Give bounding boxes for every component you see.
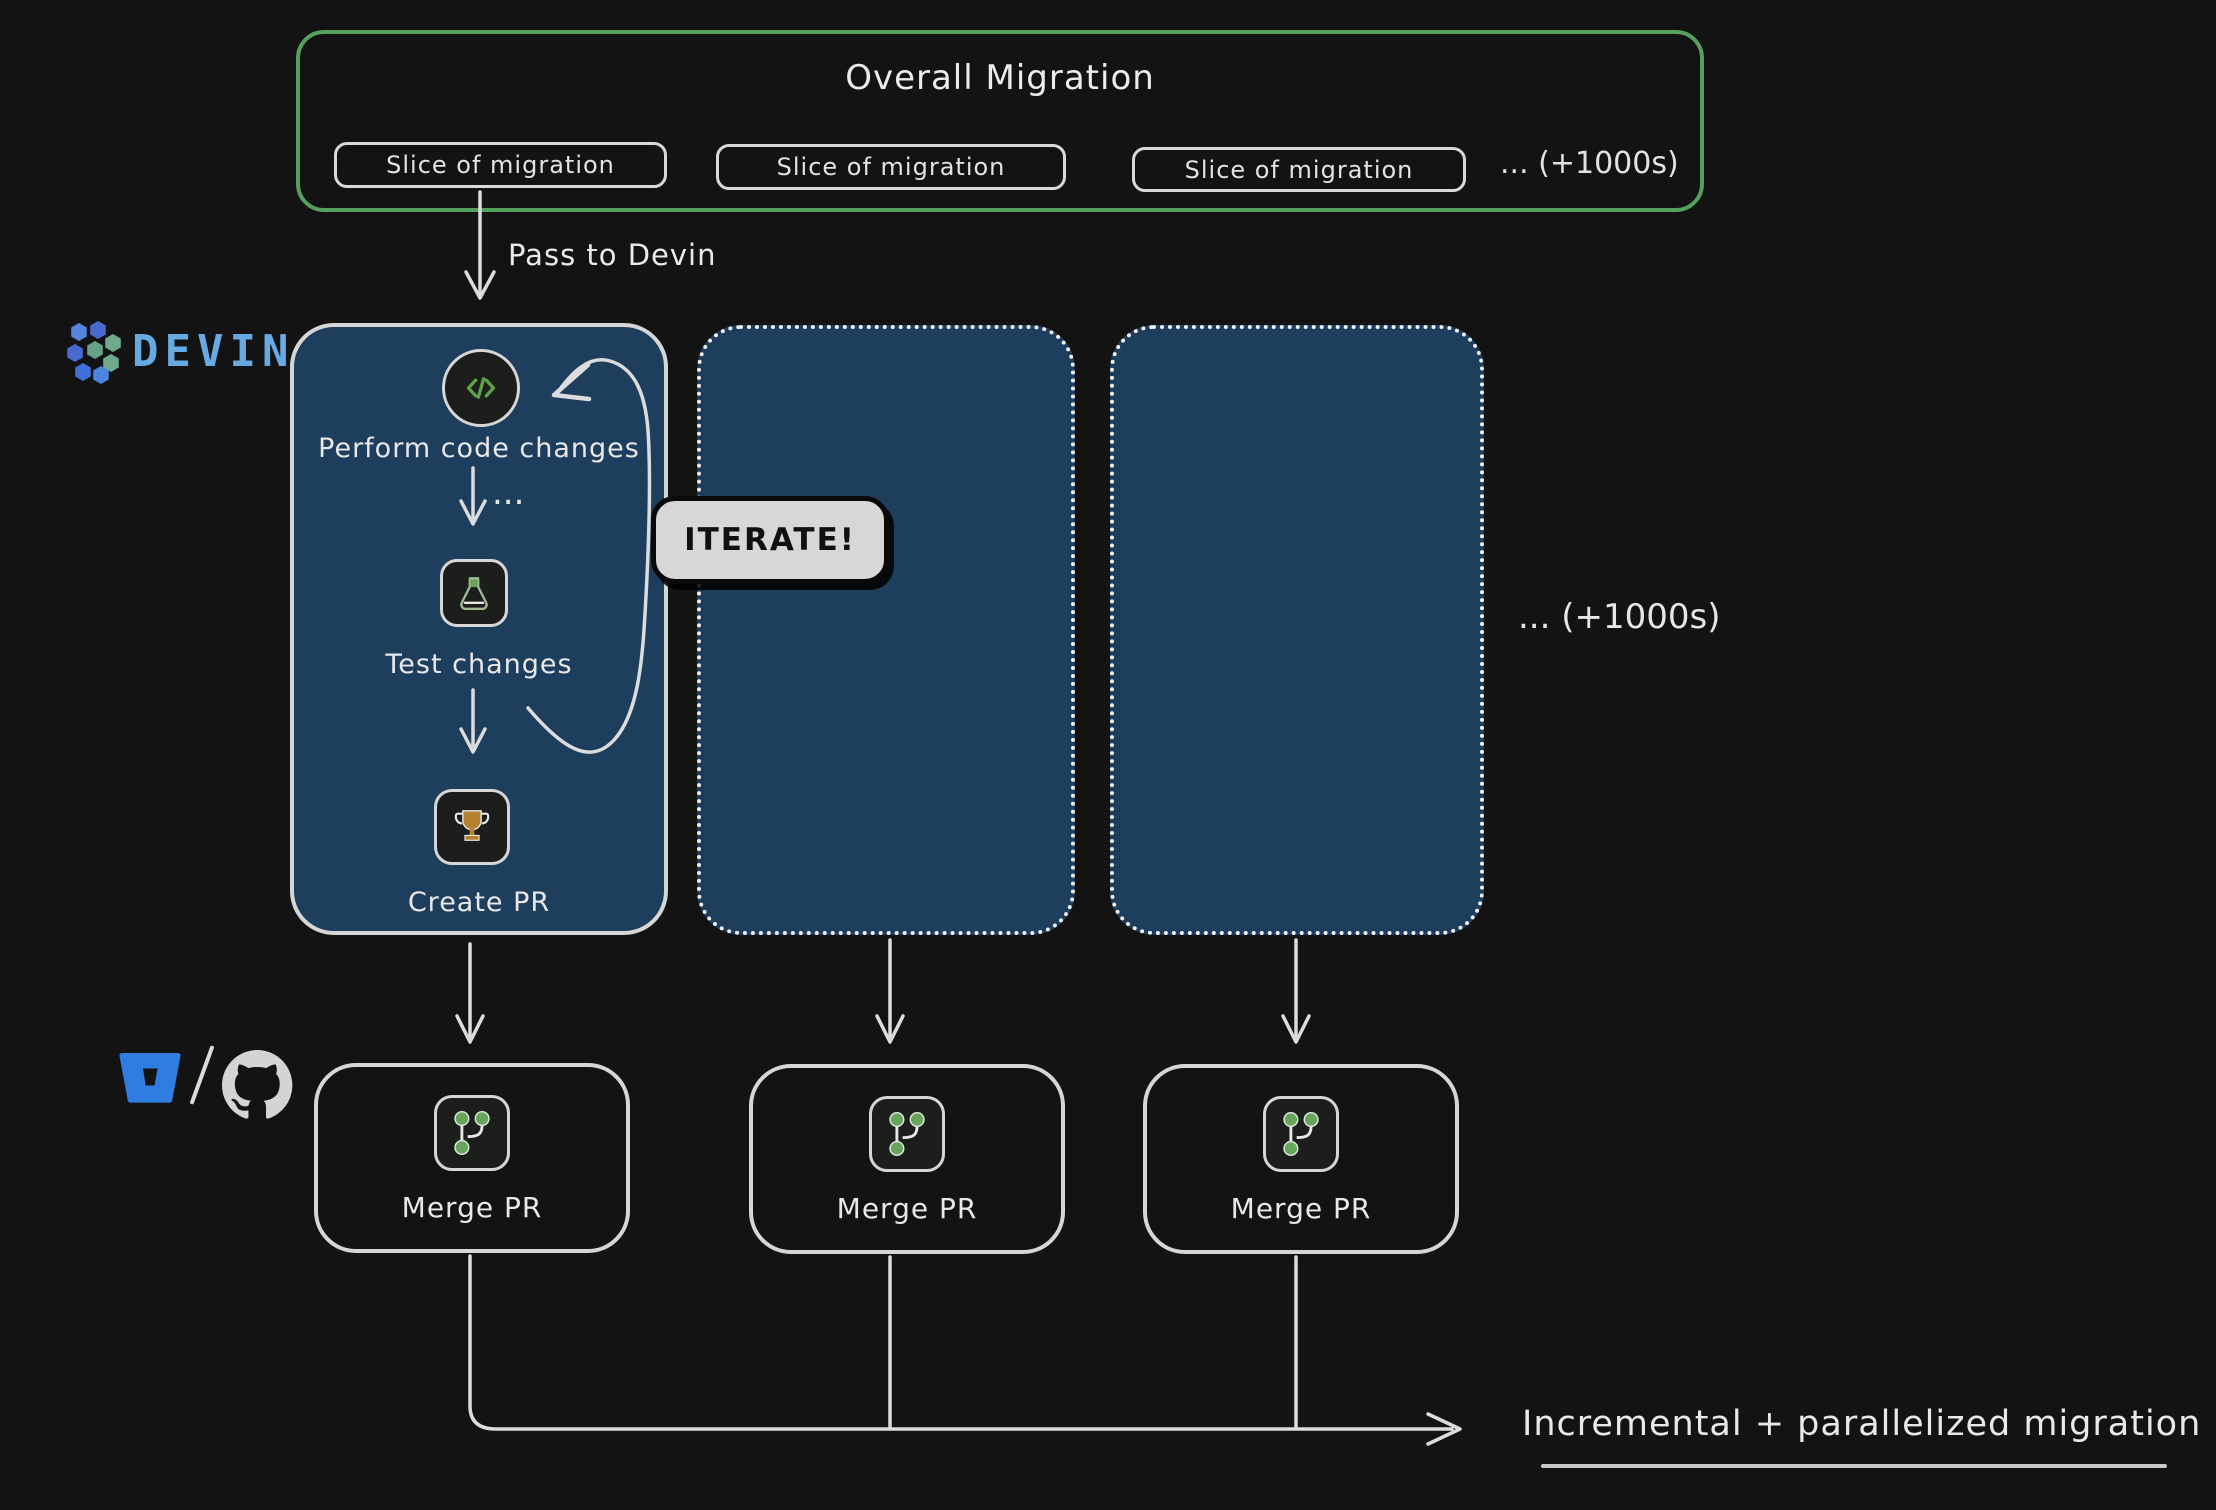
iterate-callout: ITERATE!: [651, 496, 889, 584]
code-icon: [442, 349, 520, 427]
trophy-icon: [434, 789, 510, 865]
merge-pr-box: Merge PR: [1143, 1064, 1459, 1254]
merge-pr-label: Merge PR: [401, 1191, 543, 1224]
devin-session-card-parallel: [1110, 325, 1484, 935]
slice-label: Slice of migration: [1184, 155, 1414, 184]
ellipsis-label: ...: [492, 473, 525, 513]
merge-pr-label: Merge PR: [1230, 1192, 1372, 1225]
merge-output-connector: [468, 1254, 1462, 1446]
devin-label: DEVIN: [132, 326, 295, 377]
devin-session-card: Perform code changes ... Test changes Cr…: [290, 323, 668, 935]
git-pull-request-icon: [1263, 1096, 1339, 1172]
slash-separator: [189, 1045, 215, 1105]
bitbucket-icon: [119, 1053, 181, 1103]
merge-pr-box: Merge PR: [314, 1063, 630, 1253]
more-sessions-label: ... (+1000s): [1518, 597, 1721, 637]
devin-logo-icon: [67, 321, 121, 384]
flask-icon: [440, 559, 508, 627]
more-slices-label: ... (+1000s): [1500, 146, 1679, 181]
slice-label: Slice of migration: [386, 151, 615, 179]
devin-session-card-parallel: [697, 325, 1075, 935]
merge-pr-label: Merge PR: [836, 1192, 978, 1225]
git-pull-request-icon: [434, 1095, 510, 1171]
footer-result-label: Incremental + parallelized migration: [1522, 1404, 2202, 1444]
github-icon: [222, 1050, 293, 1119]
test-changes-label: Test changes: [385, 649, 573, 680]
slice-of-migration-pill: Slice of migration: [716, 144, 1066, 190]
iterate-label: ITERATE!: [684, 522, 856, 558]
footer-underline: [1541, 1464, 2167, 1468]
create-pr-label: Create PR: [407, 887, 551, 918]
slice-of-migration-pill: Slice of migration: [1132, 147, 1466, 192]
overall-migration-title: Overall Migration: [845, 58, 1155, 98]
card-to-merge-arrow: [455, 938, 1311, 1044]
slice-of-migration-pill: Slice of migration: [334, 142, 667, 188]
merge-pr-box: Merge PR: [749, 1064, 1065, 1254]
git-pull-request-icon: [869, 1096, 945, 1172]
pass-to-devin-label: Pass to Devin: [508, 238, 717, 272]
overall-migration-box: Overall Migration Slice of migration Sli…: [296, 30, 1704, 212]
perform-code-changes-label: Perform code changes: [318, 433, 640, 464]
slice-label: Slice of migration: [776, 153, 1006, 181]
